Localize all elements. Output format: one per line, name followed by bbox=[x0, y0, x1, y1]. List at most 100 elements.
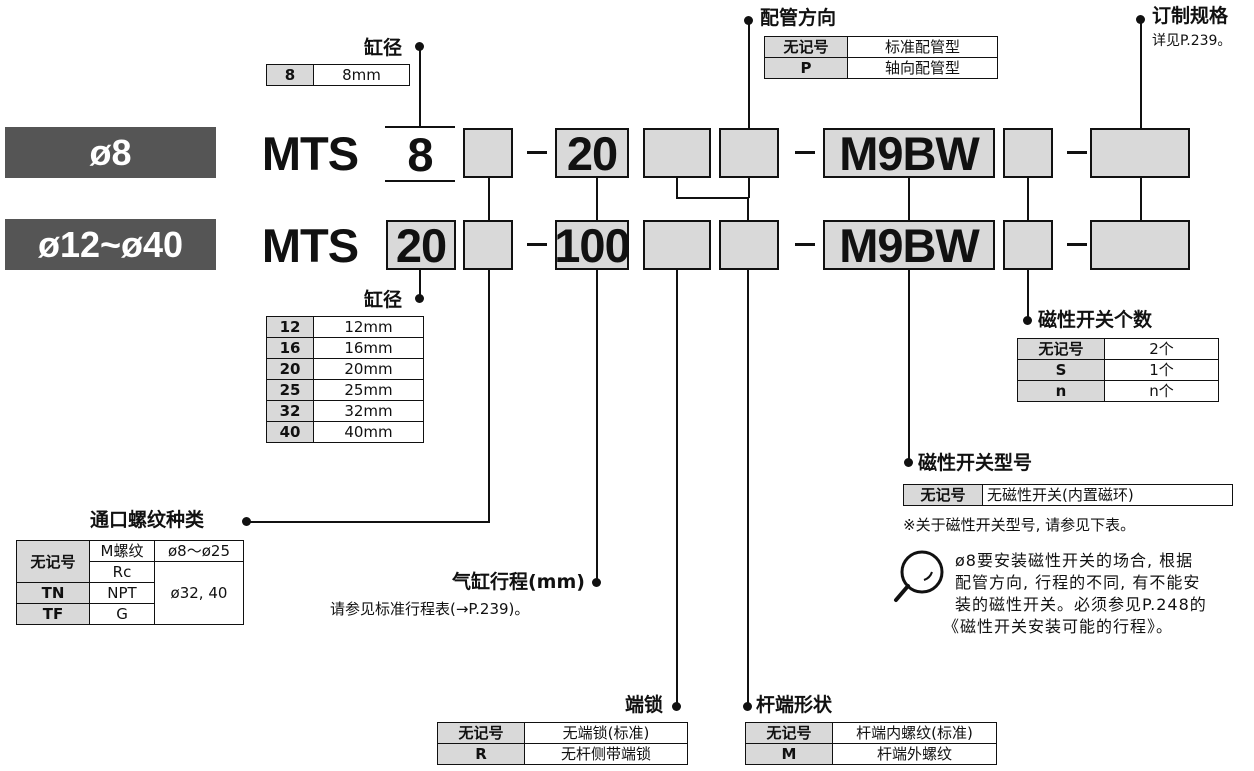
bore-code: 20 bbox=[395, 218, 447, 272]
series-code: MTS bbox=[261, 218, 359, 272]
tip-line: 装的磁性开关。必须参见P.248的 bbox=[955, 595, 1207, 614]
tip-line: 《磁性开关安装可能的行程》。 bbox=[943, 617, 1174, 636]
table-cell: 25mm bbox=[313, 379, 424, 401]
separator bbox=[1067, 243, 1087, 246]
switch-qty-dot bbox=[1023, 316, 1032, 325]
bore-top-table: 8 8mm bbox=[266, 64, 410, 86]
table-cell: 无记号 bbox=[437, 722, 525, 744]
port-thread-table: 无记号 M螺纹 ø8～ø25 Rc ø32, 40 TN NPT TF G bbox=[16, 540, 244, 625]
separator bbox=[527, 151, 547, 154]
table-cell: 无记号 bbox=[16, 540, 90, 583]
table-cell: 无磁性开关(内置磁环) bbox=[982, 484, 1233, 506]
table-row: TF G bbox=[16, 603, 244, 625]
bore-code-frame bbox=[385, 126, 455, 128]
table-cell: 20 bbox=[266, 358, 314, 380]
table-cell: 标准配管型 bbox=[847, 36, 998, 58]
table-cell: 无记号 bbox=[745, 722, 833, 744]
stroke-dot bbox=[592, 578, 601, 587]
table-cell: 32 bbox=[266, 400, 314, 422]
table-row: 无记号标准配管型 bbox=[764, 36, 998, 58]
table-cell: 20mm bbox=[313, 358, 424, 380]
separator bbox=[795, 151, 815, 154]
stroke-code: 100 bbox=[554, 218, 630, 272]
table-cell: 12 bbox=[266, 316, 314, 338]
port-thread-title: 通口螺纹种类 bbox=[90, 509, 205, 531]
table-cell: 16 bbox=[266, 337, 314, 359]
end-lock-title: 端锁 bbox=[625, 694, 664, 716]
table-cell: 40mm bbox=[313, 421, 424, 443]
switch-code: M9BW bbox=[839, 218, 980, 272]
switch-qty-slot bbox=[1003, 128, 1053, 178]
table-cell: G bbox=[89, 603, 155, 625]
switch-model-dot bbox=[904, 458, 913, 467]
bore-top-title: 缸径 bbox=[364, 37, 403, 59]
piping-slot bbox=[719, 128, 779, 178]
table-cell: 无杆侧带端锁 bbox=[524, 743, 688, 765]
bore-top-dot bbox=[415, 42, 424, 51]
port-thread-slot bbox=[463, 128, 513, 178]
table-cell: M螺纹 bbox=[89, 540, 155, 562]
table-cell: 12mm bbox=[313, 316, 424, 338]
bore-underline bbox=[385, 180, 455, 182]
stroke-note: 请参见标准行程表(→P.239)。 bbox=[330, 600, 530, 618]
table-cell: 8 bbox=[266, 64, 314, 86]
table-cell: 无记号 bbox=[903, 484, 983, 506]
stroke-box: 100 bbox=[554, 218, 631, 272]
table-cell: TF bbox=[16, 603, 90, 625]
stroke-title: 气缸行程(mm) bbox=[452, 571, 585, 593]
table-cell: n bbox=[1017, 380, 1105, 402]
table-cell: NPT bbox=[89, 582, 155, 604]
table-cell: ø32, 40 bbox=[154, 561, 244, 625]
stroke-code: 20 bbox=[566, 126, 618, 180]
table-cell: 2个 bbox=[1104, 338, 1219, 360]
table-cell: 40 bbox=[266, 421, 314, 443]
table-row: 无记号 M螺纹 ø8～ø25 bbox=[16, 540, 244, 583]
table-cell: 无记号 bbox=[1017, 338, 1105, 360]
made-to-order-note: 详见P.239。 bbox=[1152, 33, 1232, 49]
table-row: 无记号杆端内螺纹(标准) bbox=[745, 722, 997, 744]
piping-slot bbox=[719, 220, 779, 270]
table-cell: ø8～ø25 bbox=[154, 540, 244, 562]
port-thread-slot bbox=[463, 220, 513, 270]
tip-line: 配管方向, 行程的不同, 有不能安 bbox=[955, 573, 1201, 592]
table-cell: 无端锁(标准) bbox=[524, 722, 688, 744]
switch-qty-slot bbox=[1003, 220, 1053, 270]
bore-badge-large: ø12~ø40 bbox=[5, 219, 216, 270]
table-cell: Rc bbox=[89, 561, 155, 583]
bore-box: 20 bbox=[386, 220, 456, 270]
table-cell: M bbox=[745, 743, 833, 765]
made-to-order-dot bbox=[1136, 15, 1145, 24]
rod-end-dot bbox=[743, 702, 752, 711]
stroke-box: 20 bbox=[555, 128, 629, 178]
tip-line: ø8要安装磁性开关的场合, 根据 bbox=[955, 551, 1194, 570]
table-cell: 8mm bbox=[313, 64, 410, 86]
table-cell: 杆端外螺纹 bbox=[832, 743, 997, 765]
end-lock-dot bbox=[672, 702, 681, 711]
table-cell: 25 bbox=[266, 379, 314, 401]
bore-code: 8 bbox=[407, 127, 433, 181]
port-thread-dot bbox=[242, 517, 251, 526]
table-cell: 轴向配管型 bbox=[847, 57, 998, 79]
bore-bottom-title: 缸径 bbox=[364, 289, 403, 311]
end-lock-slot bbox=[643, 128, 711, 178]
table-row: Rc ø32, 40 bbox=[17, 561, 244, 625]
switch-box: M9BW bbox=[823, 128, 995, 178]
rod-end-title: 杆端形状 bbox=[756, 694, 833, 716]
separator bbox=[795, 243, 815, 246]
table-cell: 杆端内螺纹(标准) bbox=[832, 722, 997, 744]
table-row: 无记号无磁性开关(内置磁环) bbox=[903, 484, 1233, 506]
